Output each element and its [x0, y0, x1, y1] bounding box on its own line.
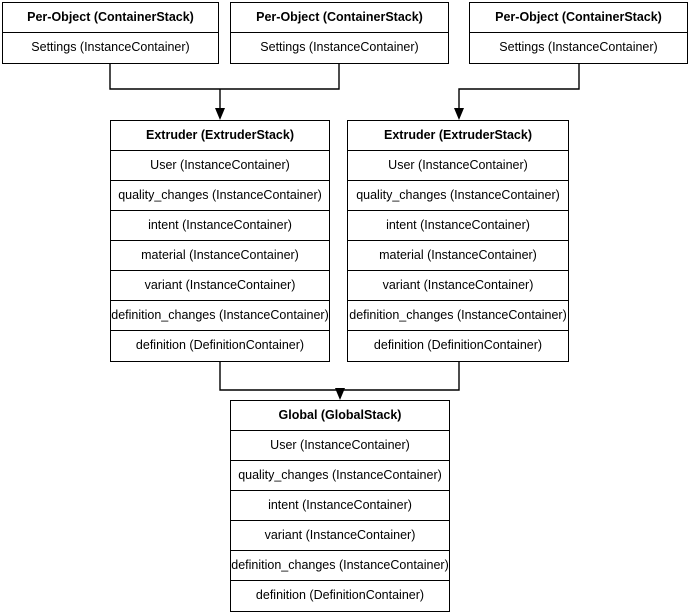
per-object-stack-3[interactable]: Per-Object (ContainerStack) Settings (In…	[469, 2, 688, 64]
extruder-stack-2-row-intent[interactable]: intent (InstanceContainer)	[348, 211, 568, 241]
extruder-stack-1-row-definition-changes[interactable]: definition_changes (InstanceContainer)	[111, 301, 329, 331]
extruder-stack-2-row-definition-changes[interactable]: definition_changes (InstanceContainer)	[348, 301, 568, 331]
extruder-stack-1-row-material[interactable]: material (InstanceContainer)	[111, 241, 329, 271]
per-object-stack-2-header: Per-Object (ContainerStack)	[231, 3, 448, 33]
extruder-stack-1-row-quality-changes[interactable]: quality_changes (InstanceContainer)	[111, 181, 329, 211]
arrowhead-global	[335, 388, 345, 400]
global-stack-header: Global (GlobalStack)	[231, 401, 449, 431]
per-object-stack-3-header: Per-Object (ContainerStack)	[470, 3, 687, 33]
per-object-stack-3-row-settings[interactable]: Settings (InstanceContainer)	[470, 33, 687, 63]
arrowhead-extruder2	[454, 108, 464, 120]
extruder-stack-2[interactable]: Extruder (ExtruderStack) User (InstanceC…	[347, 120, 569, 362]
global-stack-row-definition-changes[interactable]: definition_changes (InstanceContainer)	[231, 551, 449, 581]
extruder-stack-2-header: Extruder (ExtruderStack)	[348, 121, 568, 151]
per-object-stack-2-row-settings[interactable]: Settings (InstanceContainer)	[231, 33, 448, 63]
extruder-stack-2-row-quality-changes[interactable]: quality_changes (InstanceContainer)	[348, 181, 568, 211]
connector-perobject2-to-extruder1	[220, 57, 340, 90]
extruder-stack-2-row-user[interactable]: User (InstanceContainer)	[348, 151, 568, 181]
extruder-stack-1-row-user[interactable]: User (InstanceContainer)	[111, 151, 329, 181]
per-object-stack-1-header: Per-Object (ContainerStack)	[3, 3, 218, 33]
global-stack[interactable]: Global (GlobalStack) User (InstanceConta…	[230, 400, 450, 612]
extruder-stack-1-row-intent[interactable]: intent (InstanceContainer)	[111, 211, 329, 241]
connector-extruder2-to-global	[340, 360, 460, 391]
extruder-stack-1[interactable]: Extruder (ExtruderStack) User (InstanceC…	[110, 120, 330, 362]
global-stack-row-variant[interactable]: variant (InstanceContainer)	[231, 521, 449, 551]
global-stack-row-definition[interactable]: definition (DefinitionContainer)	[231, 581, 449, 611]
global-stack-row-intent[interactable]: intent (InstanceContainer)	[231, 491, 449, 521]
global-stack-row-quality-changes[interactable]: quality_changes (InstanceContainer)	[231, 461, 449, 491]
extruder-stack-1-header: Extruder (ExtruderStack)	[111, 121, 329, 151]
connector-perobject1-to-extruder1	[109, 57, 220, 90]
global-stack-row-user[interactable]: User (InstanceContainer)	[231, 431, 449, 461]
extruder-stack-2-row-definition[interactable]: definition (DefinitionContainer)	[348, 331, 568, 361]
per-object-stack-2[interactable]: Per-Object (ContainerStack) Settings (In…	[230, 2, 449, 64]
connector-extruder1-to-global	[219, 360, 340, 391]
extruder-stack-1-row-definition[interactable]: definition (DefinitionContainer)	[111, 331, 329, 361]
extruder-stack-1-row-variant[interactable]: variant (InstanceContainer)	[111, 271, 329, 301]
per-object-stack-1[interactable]: Per-Object (ContainerStack) Settings (In…	[2, 2, 219, 64]
connector-perobject3-to-extruder2	[458, 57, 580, 113]
arrowhead-extruder1	[215, 108, 225, 120]
extruder-stack-2-row-material[interactable]: material (InstanceContainer)	[348, 241, 568, 271]
per-object-stack-1-row-settings[interactable]: Settings (InstanceContainer)	[3, 33, 218, 63]
extruder-stack-2-row-variant[interactable]: variant (InstanceContainer)	[348, 271, 568, 301]
